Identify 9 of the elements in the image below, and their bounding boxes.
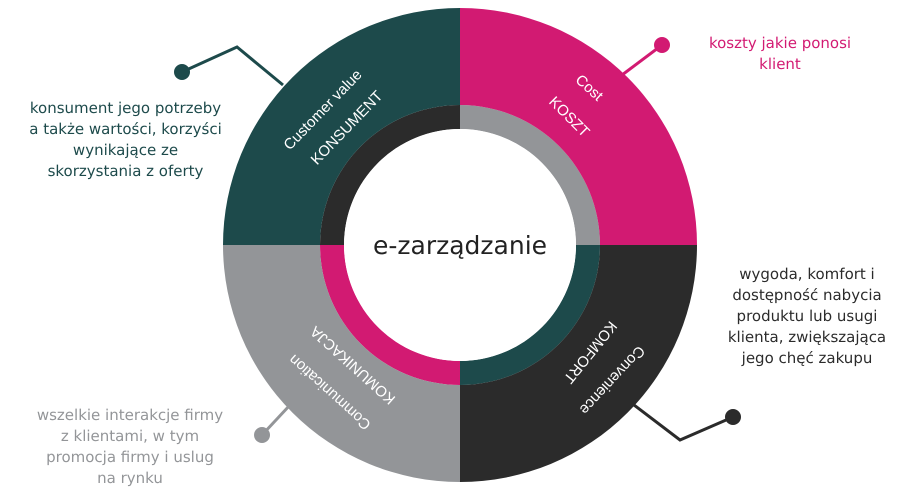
leader-line (254, 404, 292, 443)
leader-line (621, 37, 670, 76)
center-label: e-zarządzanie (372, 230, 548, 260)
description-text: wszelkie interakcje firmy z klientami, w tym promocja firmy i uslug na rynku (35, 405, 225, 489)
description-text: wygoda, komfort i dostępność nabycia produktu lub usugi klienta, zwiększająca jego chęć zakupu (712, 264, 902, 369)
leader-line (633, 404, 741, 442)
leader-line (174, 45, 284, 86)
description-text: koszty jakie ponosi klient (690, 33, 870, 75)
description-text: konsument jego potrzeby a także wartości, korzyści wynikające ze skorzystania z oferty (28, 98, 223, 182)
